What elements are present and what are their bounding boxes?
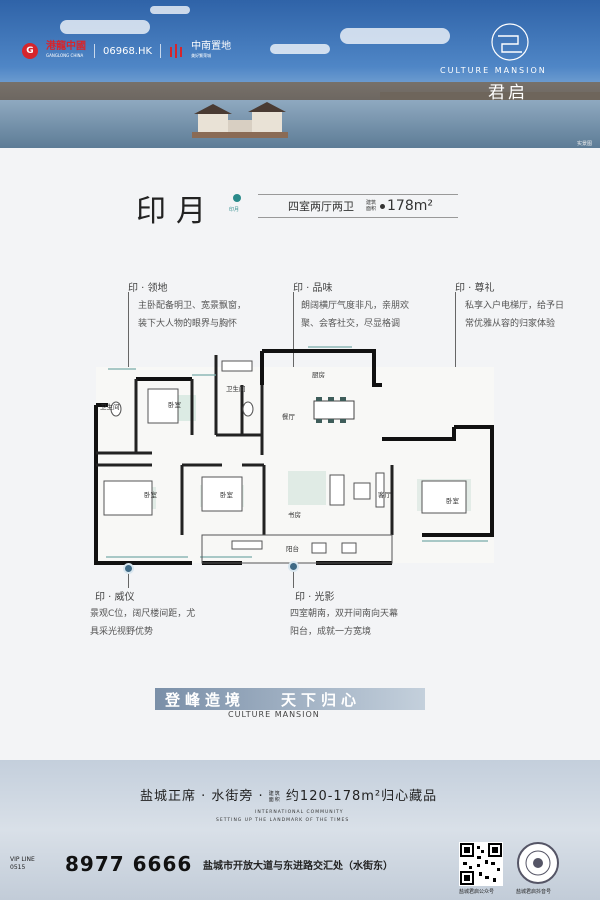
floor-plan: 卫生间 卫生间 卧室 卧室 卧室 卧室 厨房 餐厅 客厅 书房 阳台 [94,346,494,565]
stock-code: 06968.HK [103,45,153,57]
developer2-name: 中南置地 [191,41,232,52]
callout-line: 装下大人物的眼界与胸怀 [138,319,238,329]
room-label: 卫生间 [100,402,120,411]
callout-line: 常优雅从容的归家体验 [465,319,556,329]
callout-text-lingdi: 主卧配备明卫、宽景飘窗， 装下大人物的眼界与胸怀 [138,297,246,333]
slogan-band: 登峰造境 天下归心 [155,688,425,710]
callout-line: 具采光视野优势 [90,627,154,637]
callout-line: 朗阔横厅气度非凡，亲朋欢 [301,301,410,311]
bullet-icon [380,203,385,209]
zhongnan-logo-icon [170,44,183,58]
leader-line [455,292,456,376]
phone-number[interactable]: 8977 6666 [65,852,193,876]
callout-line: 景观C位，阔尺楼间距，尤 [90,609,196,619]
room-label: 卧室 [168,400,182,409]
culture-mansion-en: CULTURE MANSION [440,66,547,75]
area-label: 建筑面积 [366,200,377,212]
unit-spec: 四室两厅两卫 建筑面积 178m² [258,194,458,218]
room-label: 卧室 [144,490,158,499]
slogan-en: CULTURE MANSION [228,710,320,719]
room-label: 餐厅 [282,412,296,421]
leader-line [128,568,129,588]
callout-text-pinwei: 朗阔横厅气度非凡，亲朋欢 聚、会客社交，尽显格调 [301,297,409,333]
seal-icon [233,194,241,202]
room-label: 书房 [288,510,301,519]
cloud [150,6,190,14]
callout-line: 聚、会客社交，尽显格调 [301,319,401,329]
footer-area-label: 建筑面积 [268,790,281,803]
room-label: 卧室 [446,496,460,505]
developer1-name: 港龍中國 [46,41,86,52]
callout-line: 阳台，成就一方宽境 [290,627,372,637]
project-name: 君启 [488,83,528,103]
room-label: 卧室 [220,490,234,499]
callout-line: 私享入户电梯厅，给予日 [465,301,565,311]
callout-text-zunli: 私享入户电梯厅，给予日 常优雅从容的归家体验 [465,297,564,333]
developer2-sub: 美好繁荣城 [191,53,212,58]
divider [94,44,95,58]
leader-dot-icon [288,561,299,572]
room-label: 卫生间 [226,384,246,393]
river-water [0,100,600,148]
slogan-part2: 天下归心 [281,690,362,709]
pavilion-building [192,102,288,138]
area-code: 0515 [10,864,26,871]
cloud [270,44,330,54]
slogan-part1: 登峰造境 [165,690,246,709]
cloud [340,28,450,44]
room-label: 客厅 [378,490,392,499]
footer-headline: 盐城正席 · 水街旁 · 建筑面积 约120-178m²归心藏品 [140,785,437,804]
callout-line: 主卧配备明卫、宽景飘窗， [138,301,247,311]
vip-line-label: VIP LINE 0515 [10,856,35,872]
cloud [60,20,150,34]
dining-table-icon [313,397,355,423]
callout-title-zunli: 印 · 尊礼 [455,283,495,294]
developer1-en: GANGLONG CHINA [46,53,84,58]
footer-headline-pre: 盐城正席 · 水街旁 · [140,789,269,804]
douyin-seal-icon[interactable] [517,842,559,884]
photo-credit: 实景图 [576,141,592,147]
footer-band [0,760,600,900]
room-count: 四室两厅两卫 [288,200,354,213]
leader-line [128,292,129,392]
vip-label: VIP LINE [10,856,35,863]
callout-line: 四室朝南，双开间南向天幕 [290,609,399,619]
qr-code-icon[interactable] [459,842,503,886]
address: 盐城市开放大道与东进路交汇处（水街东） [203,861,393,872]
leader-dot-icon [123,563,134,574]
jun-qi-logo-icon [491,23,529,61]
developer-brand: G 港龍中國 GANGLONG CHINA 06968.HK 中南置地 美好繁荣… [22,42,231,60]
seal-caption: 盐城君启抖音号 [516,889,552,895]
unit-area: 178m² [387,198,433,214]
callout-title-lingdi: 印 · 领地 [128,283,168,294]
callout-title-weiyi: 印 · 威仪 [95,592,135,603]
footer-en-line1: INTERNATIONAL COMMUNITY [255,810,344,815]
unit-seal-text: 印月 [229,207,240,213]
callout-text-weiyi: 景观C位，阔尺楼间距，尤 具采光视野优势 [90,605,195,641]
footer-en-line2: SETTING UP THE LANDMARK OF THE TIMES [216,818,350,823]
ganglong-logo-icon: G [22,43,38,59]
room-label: 阳台 [286,544,299,553]
callout-title-pinwei: 印 · 品味 [293,283,333,294]
leader-line [293,566,294,588]
footer-headline-post: 约120-178m²归心藏品 [280,789,438,804]
unit-name: 印月 [136,194,216,229]
divider [160,44,162,58]
callout-title-guangying: 印 · 光影 [295,592,335,603]
callout-text-guangying: 四室朝南，双开间南向天幕 阳台，成就一方宽境 [290,605,398,641]
room-label: 厨房 [312,370,325,379]
qr-caption: 盐城君启公众号 [459,889,495,895]
hero-photo: 实景图 [0,0,600,148]
